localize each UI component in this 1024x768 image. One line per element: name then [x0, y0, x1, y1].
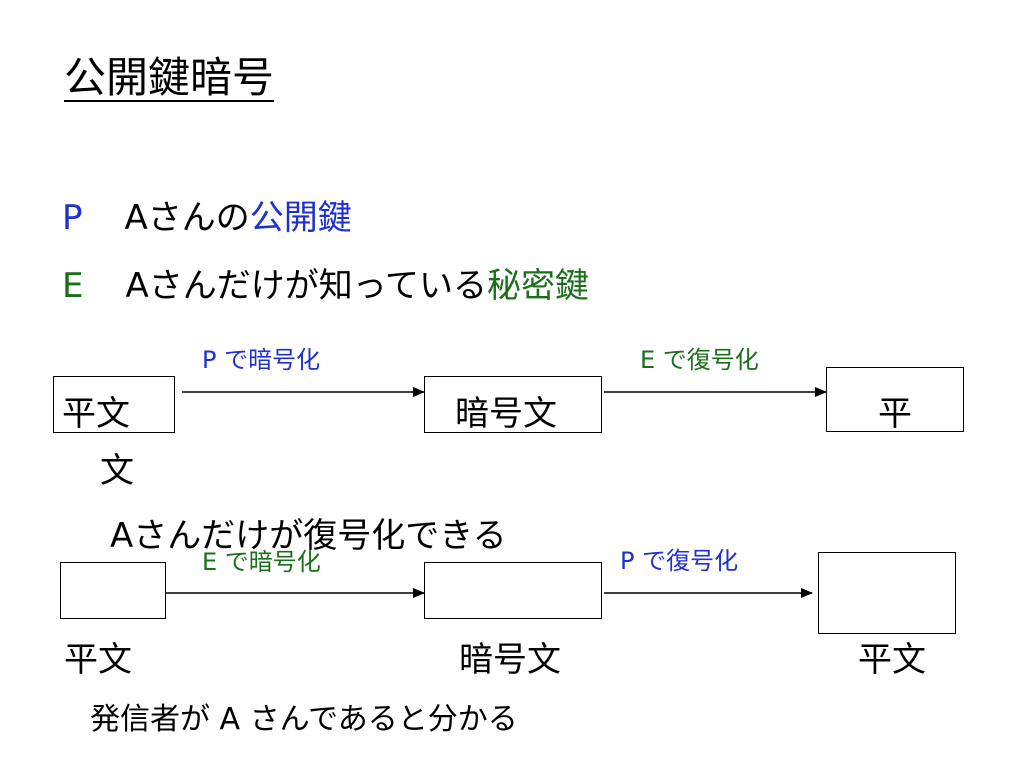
top-decrypt-label: E で復号化: [640, 346, 759, 374]
bottom-ciphertext-box: [424, 562, 602, 619]
bullet-key-private: 秘密鍵: [487, 266, 590, 306]
top-ciphertext-box: [424, 376, 602, 433]
bullet-public-key: P Aさんの公開鍵: [62, 190, 352, 239]
top-decrypted-text: 平: [878, 394, 912, 434]
bullet-text-p: Aさんの: [124, 198, 250, 238]
bullet-key-public: 公開鍵: [249, 198, 352, 238]
bottom-decrypted-box: [818, 552, 956, 634]
page-title: 公開鍵暗号: [64, 53, 275, 102]
bullet-letter-p: P: [62, 198, 83, 238]
bottom-plaintext-box: [60, 562, 166, 619]
bottom-decrypted-text: 平文: [858, 640, 926, 680]
bullet-letter-e: E: [62, 266, 84, 306]
bottom-ciphertext-text: 暗号文: [459, 640, 561, 680]
bottom-decrypt-label: P で復号化: [620, 547, 739, 575]
bottom-plaintext-text: 平文: [64, 640, 132, 680]
bottom-caption: 発信者が A さんであると分かる: [90, 702, 518, 737]
bullet-text-e: Aさんだけが知っている: [125, 266, 488, 306]
top-plaintext-box: [53, 376, 175, 433]
top-plaintext-text: 平文: [62, 394, 130, 434]
top-decrypted-box: [826, 367, 964, 432]
top-plaintext-wrap: 文: [100, 451, 134, 491]
bottom-encrypt-label: E で暗号化: [202, 548, 321, 576]
top-ciphertext-text: 暗号文: [455, 394, 557, 434]
top-encrypt-label: P で暗号化: [202, 346, 321, 374]
top-caption: Aさんだけが復号化できる: [110, 516, 507, 556]
bullet-private-key: E Aさんだけが知っている秘密鍵: [62, 258, 589, 307]
